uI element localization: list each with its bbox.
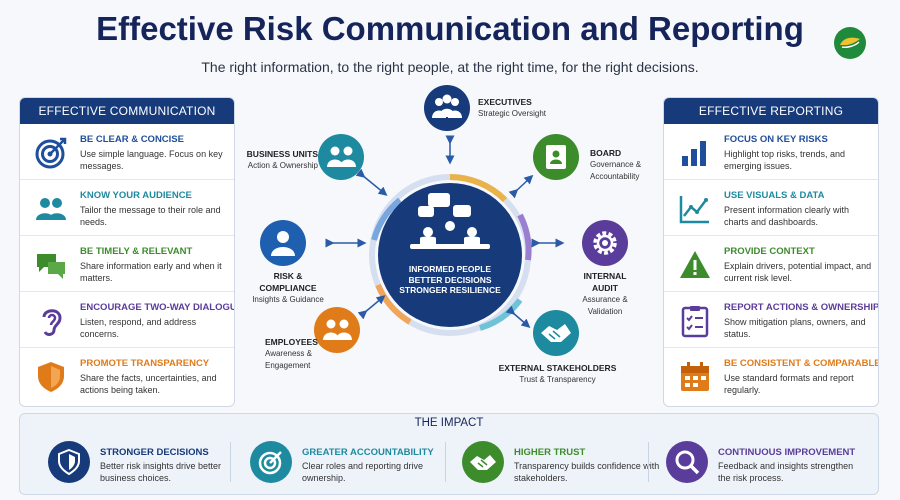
- list-item: BE CONSISTENT & COMPARABLE Use standard …: [664, 348, 878, 404]
- logo-icon: [834, 27, 866, 59]
- effective-reporting-panel: EFFECTIVE REPORTING FOCUS ON KEY RISKS H…: [663, 97, 879, 407]
- board-label: BOARD Governance & Accountability: [590, 148, 642, 181]
- item-desc: Tailor the message to their role and nee…: [80, 205, 221, 227]
- list-item: KNOW YOUR AUDIENCE Tailor the message to…: [20, 180, 234, 236]
- employees-label: EMPLOYEES Awareness & Engagement: [265, 337, 318, 370]
- impact-panel: THE IMPACT STRONGER DECISIONS Better ris…: [19, 413, 879, 495]
- shield-icon: [38, 362, 64, 392]
- list-item: ENCOURAGE TWO-WAY DIALOGUE Listen, respo…: [20, 292, 234, 348]
- panel-header: EFFECTIVE REPORTING: [664, 98, 878, 124]
- business-units-node: [318, 134, 364, 180]
- impact-title: THE IMPACT: [414, 417, 484, 429]
- group-icon: [432, 94, 462, 118]
- hub-center-text: INFORMED PEOPLE BETTER DECISIONS STRONGE…: [376, 264, 524, 296]
- divider: [445, 442, 446, 482]
- item-title: KNOW YOUR AUDIENCE: [80, 190, 192, 201]
- effective-communication-panel: EFFECTIVE COMMUNICATION BE CLEAR & CONCI…: [19, 97, 235, 407]
- list-item: PROMOTE TRANSPARENCY Share the facts, un…: [20, 348, 234, 404]
- employees-node: [314, 307, 360, 353]
- ear-icon: [42, 309, 62, 336]
- people-icon: [323, 319, 352, 340]
- handshake-icon: [541, 324, 571, 342]
- ring-arc: [479, 298, 523, 331]
- ring-arc: [517, 213, 532, 261]
- people-icon: [327, 146, 356, 167]
- internal-audit-node: [582, 220, 628, 266]
- hub-outer-ring: [369, 174, 531, 336]
- item-title: USE VISUALS & DATA: [724, 190, 825, 201]
- divider: [648, 442, 649, 482]
- arrow: [357, 295, 386, 320]
- shield-icon: [48, 441, 90, 483]
- meeting-icon: [410, 193, 490, 249]
- item-title: REPORT ACTIONS & OWNERSHIP: [724, 302, 879, 313]
- people-icon: [36, 198, 66, 220]
- gear-icon: [593, 231, 617, 255]
- ring-arc: [371, 197, 402, 241]
- target-icon: [250, 441, 292, 483]
- hub-center-circle: [378, 183, 522, 327]
- impact-item-desc: Transparency builds confidence with stak…: [514, 461, 660, 483]
- internal-audit-label: INTERNAL AUDIT Assurance & Validation: [582, 271, 628, 316]
- risk-compliance-node: [260, 220, 306, 266]
- center-line: BETTER DECISIONS: [408, 274, 492, 285]
- center-line: STRONGER RESILIENCE: [399, 285, 501, 295]
- item-desc: Use simple language. Focus on key messag…: [80, 149, 223, 171]
- list-item: USE VISUALS & DATA Present information c…: [664, 180, 878, 236]
- item-desc: Present information clearly with charts …: [724, 205, 850, 227]
- item-desc: Share information early and when it matt…: [80, 261, 222, 283]
- magnifier-icon: [666, 441, 708, 483]
- impact-item-desc: Feedback and insights strengthen the ris…: [718, 461, 854, 483]
- line-chart-icon: [679, 196, 709, 224]
- list-item: REPORT ACTIONS & OWNERSHIP Show mitigati…: [664, 292, 878, 348]
- list-item: BE TIMELY & RELEVANT Share information e…: [20, 236, 234, 292]
- page-title: Effective Risk Communication and Reporti…: [96, 10, 804, 47]
- external-stakeholders-label: EXTERNAL STAKEHOLDERS Trust & Transparen…: [498, 363, 617, 384]
- ring-arc: [449, 174, 508, 203]
- board-node: [533, 134, 579, 180]
- panel-header: EFFECTIVE COMMUNICATION: [20, 98, 234, 124]
- item-desc: Explain drivers, potential impact, and c…: [724, 261, 872, 283]
- badge-icon: [546, 145, 566, 169]
- list-item: FOCUS ON KEY RISKS Highlight top risks, …: [664, 124, 878, 180]
- item-desc: Highlight top risks, trends, and emergin…: [724, 149, 846, 171]
- bar-chart-icon: [682, 141, 706, 166]
- item-desc: Share the facts, uncertainties, and acti…: [80, 373, 217, 395]
- divider: [230, 442, 231, 482]
- item-desc: Show mitigation plans, owners, and statu…: [724, 317, 866, 339]
- list-item: BE CLEAR & CONCISE Use simple language. …: [20, 124, 234, 180]
- item-title: BE TIMELY & RELEVANT: [80, 246, 193, 257]
- warning-icon: [680, 251, 710, 278]
- list-item: PROVIDE CONTEXT Explain drivers, potenti…: [664, 236, 878, 292]
- user-icon: [271, 231, 295, 256]
- clipboard-icon: [681, 306, 709, 338]
- item-title: PROVIDE CONTEXT: [724, 246, 815, 257]
- item-title: ENCOURAGE TWO-WAY DIALOGUE: [80, 302, 235, 313]
- business-units-label: BUSINESS UNITS Action & Ownership: [246, 149, 318, 170]
- arrow: [508, 174, 534, 199]
- impact-item-desc: Better risk insights drive better busine…: [100, 461, 222, 483]
- impact-item-title: GREATER ACCOUNTABILITY: [302, 447, 434, 458]
- target-icon: [35, 137, 67, 169]
- item-title: FOCUS ON KEY RISKS: [724, 134, 828, 145]
- impact-item-title: HIGHER TRUST: [514, 447, 586, 458]
- risk-compliance-label: RISK & COMPLIANCE Insights & Guidance: [252, 271, 324, 304]
- item-desc: Use standard formats and report regularl…: [724, 373, 854, 395]
- arrow: [355, 168, 388, 196]
- impact-item-title: STRONGER DECISIONS: [100, 447, 209, 458]
- arrow: [505, 305, 531, 328]
- calendar-icon: [681, 362, 709, 391]
- page-subtitle: The right information, to the right peop…: [201, 59, 699, 75]
- item-title: BE CONSISTENT & COMPARABLE: [724, 358, 879, 369]
- executives-node: [424, 85, 470, 131]
- center-line: INFORMED PEOPLE: [408, 264, 492, 274]
- executives-label: EXECUTIVES Strategic Oversight: [478, 97, 547, 118]
- item-title: PROMOTE TRANSPARENCY: [80, 358, 210, 369]
- chat-bubbles-icon: [37, 254, 65, 279]
- handshake-icon: [462, 441, 504, 483]
- item-title: BE CLEAR & CONCISE: [80, 134, 184, 145]
- impact-item-desc: Clear roles and reporting drive ownershi…: [302, 461, 424, 483]
- impact-item-title: CONTINUOUS IMPROVEMENT: [718, 447, 856, 458]
- item-desc: Listen, respond, and address concerns.: [80, 317, 197, 339]
